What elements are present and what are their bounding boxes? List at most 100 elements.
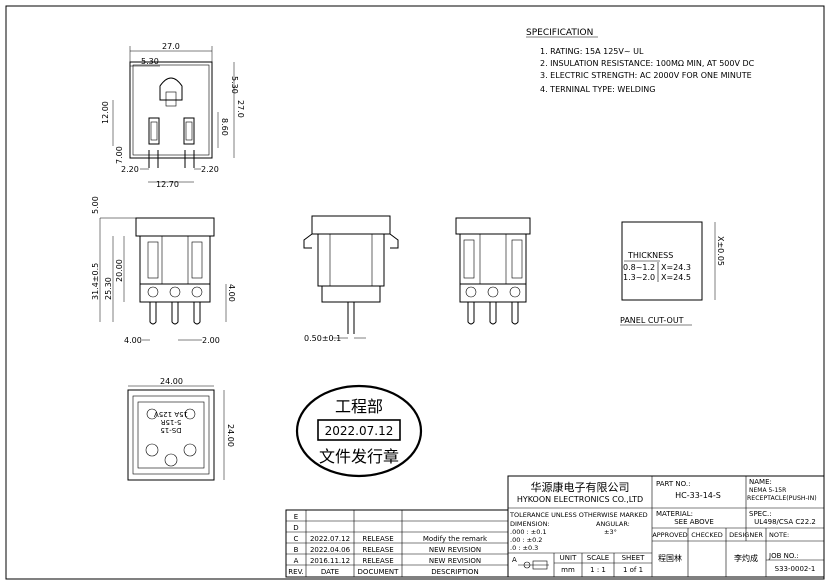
spec-item-4: 4. TERNINAL TYPE: WELDING bbox=[540, 85, 656, 94]
job-no-label: JOB NO.: bbox=[768, 552, 799, 560]
scale-label: SCALE bbox=[587, 554, 609, 562]
specification-block: SPECIFICATION 1. RATING: 15A 125V~ UL 2.… bbox=[526, 28, 755, 94]
name-line-1: NEMA 5-15R bbox=[749, 487, 786, 494]
scale: 1 : 1 bbox=[590, 566, 606, 574]
spec-title: SPECIFICATION bbox=[526, 28, 593, 38]
panel-cutout: THICKNESS 0.8~1.2 X=24.3 1.3~2.0 X=24.5 … bbox=[620, 221, 725, 326]
rev-c-desc: Modify the remark bbox=[423, 535, 488, 543]
rev-b-desc: NEW REVISION bbox=[429, 546, 481, 554]
dim-2000: 20.00 bbox=[115, 259, 124, 282]
dim-400-vert: 4.00 bbox=[227, 284, 236, 302]
projection-a: A bbox=[512, 556, 517, 564]
dim-12-left: 12.00 bbox=[101, 101, 110, 124]
dim-220-left: 2.20 bbox=[121, 165, 139, 174]
spec-label: SPEC.: bbox=[749, 510, 772, 518]
dim-24-width: 24.00 bbox=[160, 377, 183, 386]
dim-050: 0.50±0.1 bbox=[304, 334, 341, 343]
drawing-border bbox=[5, 5, 825, 580]
panel-row2b: X=24.5 bbox=[661, 273, 691, 282]
panel-thickness: THICKNESS bbox=[627, 251, 673, 260]
rev-header-desc: DESCRIPTION bbox=[431, 568, 478, 576]
dim-1270: 12.70 bbox=[156, 180, 179, 189]
dim-27-height: 27.0 bbox=[236, 100, 245, 118]
unit: mm bbox=[561, 566, 575, 574]
name-label: NAME: bbox=[749, 478, 772, 486]
dim-860-right: 8.60 bbox=[220, 118, 229, 136]
bottom-label-1: 15A 125V bbox=[154, 410, 188, 418]
dim-530-right: 5.30 bbox=[230, 76, 239, 94]
top-view: 27.0 5.30 5.30 12.00 8.60 27.0 7.00 2.20… bbox=[101, 42, 245, 189]
rev-row-a: A bbox=[294, 557, 299, 565]
approved-label: APPROVED bbox=[652, 531, 687, 539]
approver-name: 程国林 bbox=[658, 553, 682, 563]
job-no: S33-0002-1 bbox=[775, 565, 816, 573]
rev-c-doc: RELEASE bbox=[362, 535, 393, 543]
tolerance-3: .0 : ±0.3 bbox=[510, 544, 538, 552]
dim-27-width: 27.0 bbox=[162, 42, 180, 51]
name-line-2: RECEPTACLE(PUSH-IN) bbox=[747, 495, 817, 502]
rev-a-date: 2016.11.12 bbox=[310, 557, 350, 565]
panel-xdim: X±0.05 bbox=[716, 236, 725, 266]
tolerance-title: TOLERANCE UNLESS OTHERWISE MARKED bbox=[509, 511, 648, 519]
front-view: 5.00 31.4±0.5 25.30 20.00 4.00 4.00 2.00 bbox=[91, 196, 236, 345]
spec-item-2: 2. INSULATION RESISTANCE: 100MΩ MIN, AT … bbox=[540, 59, 755, 68]
rev-a-desc: NEW REVISION bbox=[429, 557, 481, 565]
checked-label: CHECKED bbox=[691, 531, 722, 539]
material: SEE ABOVE bbox=[674, 518, 714, 526]
rev-c-date: 2022.07.12 bbox=[310, 535, 350, 543]
designer-label: DESIGNER bbox=[729, 531, 763, 539]
bottom-view: 15A 125V 5-15R DS-15 24.00 24.00 bbox=[127, 377, 235, 481]
panel-row1b: X=24.3 bbox=[661, 263, 691, 272]
company-en: HYKOON ELECTRONICS CO.,LTD bbox=[517, 495, 643, 504]
rev-row-e: E bbox=[294, 513, 298, 521]
bottom-label-3: DS-15 bbox=[160, 426, 181, 434]
dim-400: 4.00 bbox=[124, 336, 142, 345]
dimension-label: DIMENSION: bbox=[510, 520, 550, 528]
designer-name: 李灼成 bbox=[734, 553, 758, 563]
rev-a-doc: RELEASE bbox=[362, 557, 393, 565]
material-label: MATERIAL: bbox=[656, 510, 693, 518]
panel-row1a: 0.8~1.2 bbox=[623, 263, 655, 272]
dim-530-left: 5.30 bbox=[141, 57, 159, 66]
tolerance-2: .00 : ±0.2 bbox=[510, 536, 542, 544]
rev-b-date: 2022.04.06 bbox=[310, 546, 351, 554]
spec-item-3: 3. ELECTRIC STRENGTH: AC 2000V FOR ONE M… bbox=[540, 71, 752, 80]
stamp-bottom: 文件发行章 bbox=[319, 447, 399, 466]
stamp-date: 2022.07.12 bbox=[325, 424, 394, 438]
spec-item-1: 1. RATING: 15A 125V~ UL bbox=[540, 47, 644, 56]
panel-caption: PANEL CUT-OUT bbox=[620, 316, 684, 325]
part-no-label: PART NO.: bbox=[656, 480, 690, 488]
rev-row-c: C bbox=[294, 535, 299, 543]
sheet-label: SHEET bbox=[622, 554, 646, 562]
dim-700: 7.00 bbox=[115, 146, 124, 164]
tolerance-1: .000 : ±0.1 bbox=[510, 528, 547, 536]
rev-row-d: D bbox=[293, 524, 298, 532]
rev-header-date: DATE bbox=[321, 568, 339, 576]
rear-view bbox=[455, 217, 531, 325]
revision-table: E D C 2022.07.12 RELEASE Modify the rema… bbox=[285, 509, 509, 578]
dim-220-right: 2.20 bbox=[201, 165, 219, 174]
rev-header-doc: DOCUMENT bbox=[358, 568, 400, 576]
side-view: 0.50±0.1 bbox=[303, 215, 399, 343]
note-label: NOTE: bbox=[769, 531, 789, 539]
part-no: HC-33-14-S bbox=[675, 491, 721, 500]
rev-header-rev: REV. bbox=[288, 568, 303, 576]
title-block: 华源康电子有限公司 HYKOON ELECTRONICS CO.,LTD PAR… bbox=[507, 475, 825, 578]
rev-b-doc: RELEASE bbox=[362, 546, 393, 554]
angular-value: ±3° bbox=[604, 528, 617, 536]
dim-2530: 25.30 bbox=[104, 277, 113, 300]
dim-24-height: 24.00 bbox=[226, 424, 235, 447]
dim-314: 31.4±0.5 bbox=[91, 263, 100, 300]
company-cn: 华源康电子有限公司 bbox=[531, 480, 630, 494]
projection-symbol-icon bbox=[523, 561, 531, 569]
dim-200: 2.00 bbox=[202, 336, 220, 345]
rev-row-b: B bbox=[294, 546, 299, 554]
angular-label: ANGULAR: bbox=[596, 520, 630, 528]
bottom-label-2: 5-15R bbox=[160, 418, 181, 426]
stamp-top: 工程部 bbox=[335, 397, 383, 416]
spec-value: UL498/CSA C22.2 bbox=[754, 518, 816, 526]
unit-label: UNIT bbox=[560, 554, 577, 562]
panel-row2a: 1.3~2.0 bbox=[623, 273, 655, 282]
release-stamp: 工程部 2022.07.12 文件发行章 bbox=[295, 384, 423, 478]
